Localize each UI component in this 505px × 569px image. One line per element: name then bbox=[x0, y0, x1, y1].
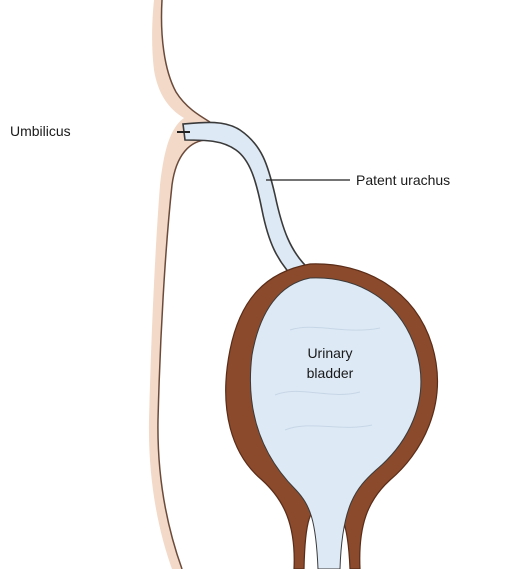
bladder-lumen bbox=[250, 278, 420, 569]
bladder-label-line1: Urinary bbox=[307, 345, 352, 361]
patent-urachus-label: Patent urachus bbox=[356, 172, 450, 188]
bladder bbox=[226, 264, 438, 569]
urachus bbox=[177, 122, 310, 284]
umbilicus-label: Umbilicus bbox=[10, 123, 71, 139]
bladder-label-line2: bladder bbox=[307, 365, 354, 381]
abdominal-wall bbox=[149, 0, 210, 569]
urachus-tube bbox=[183, 122, 310, 284]
abdominal-wall-band bbox=[149, 0, 210, 569]
